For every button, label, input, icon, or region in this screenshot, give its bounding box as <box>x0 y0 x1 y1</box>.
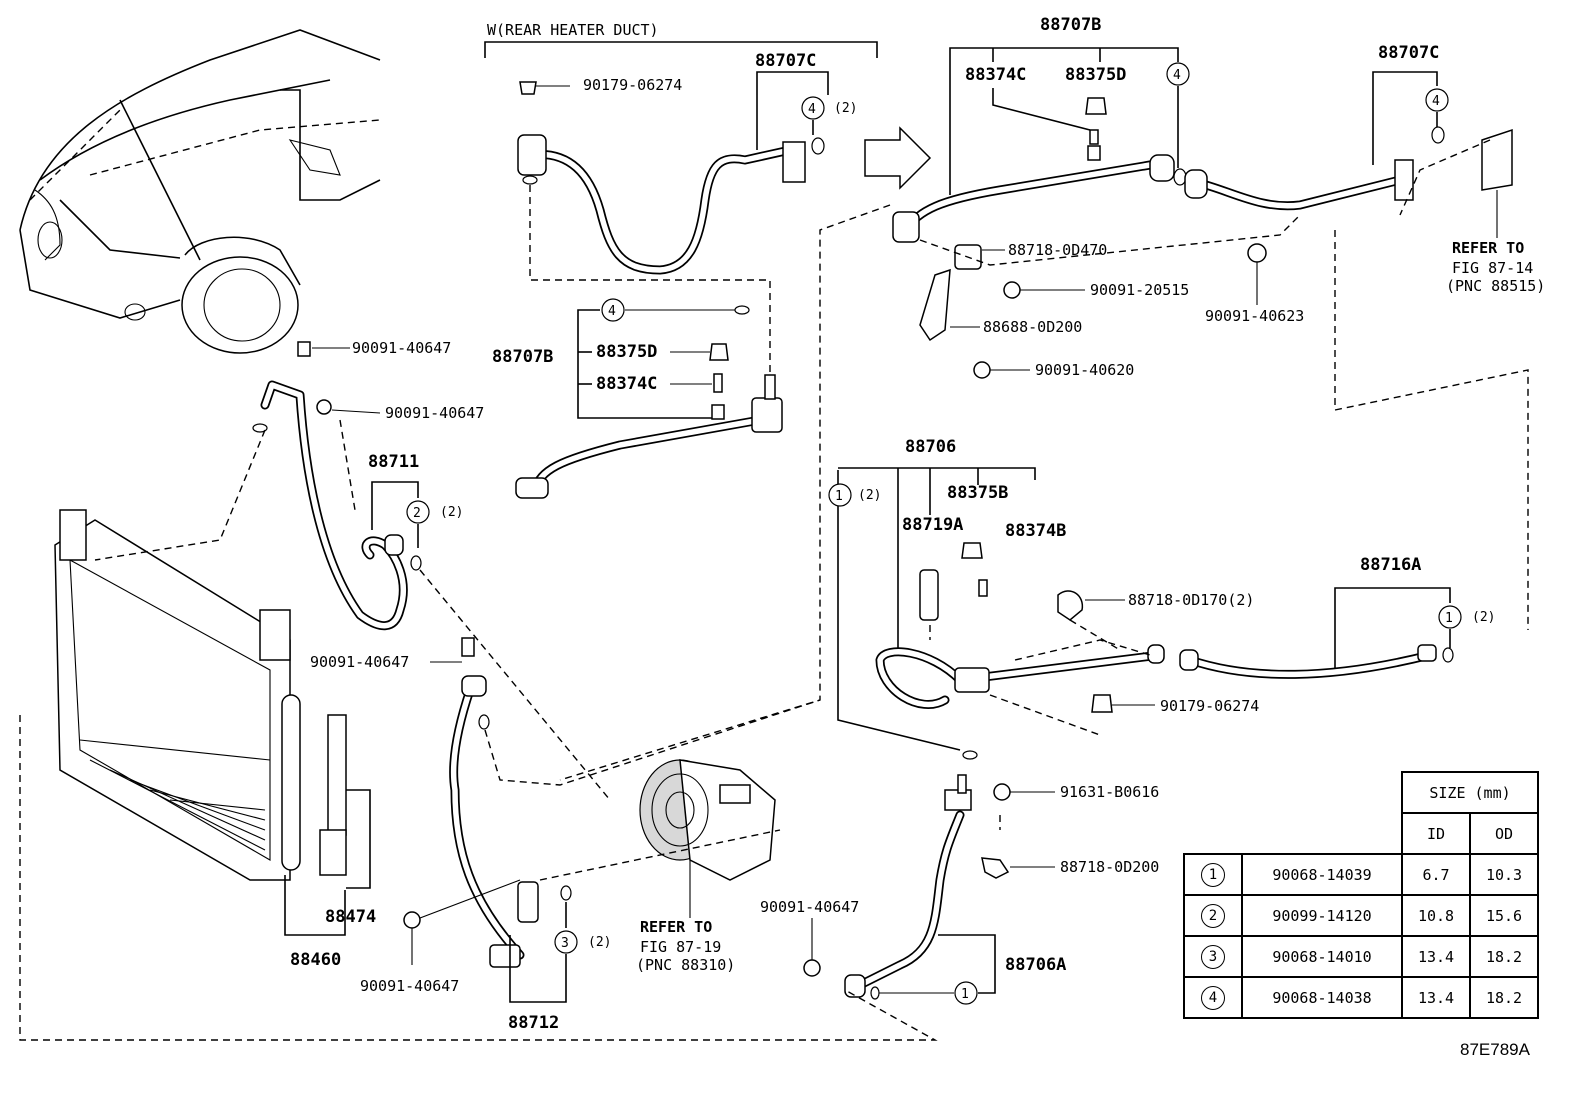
part-88712: 88712 <box>508 1013 559 1033</box>
row-od: 15.6 <box>1469 894 1539 937</box>
group-88707b-top: 88707B 88374C 88375D 4 <box>864 15 1190 243</box>
part-90091-40647-b: 90091-40647 <box>385 404 484 422</box>
marker-1-a: 1 <box>835 489 843 504</box>
row-id: 13.4 <box>1401 976 1471 1019</box>
group-88706: 88706 88375B 88719A 88374B 1 (2) <box>828 437 1165 760</box>
bolt-90091-40647-d: 90091-40647 <box>760 898 859 977</box>
group-88706a: 91631-B0616 88718-0D200 88706A 1 <box>844 774 1159 1005</box>
row-od: 10.3 <box>1469 853 1539 896</box>
size-header: SIZE (mm) <box>1401 771 1539 814</box>
part-90091-40647-d: 90091-40647 <box>760 898 859 916</box>
qty-2-a: (2) <box>834 101 857 116</box>
marker-1-c: 1 <box>961 987 969 1002</box>
part-88707b-left: 88707B <box>492 347 553 367</box>
part-88374b: 88374B <box>1005 521 1066 541</box>
row-marker: 4 <box>1201 985 1225 1010</box>
group-88712: 90091-40647 90091-40647 3 (2) 88712 <box>310 637 821 1033</box>
part-90091-20515: 90091-20515 <box>1090 281 1189 299</box>
table-row: 3 90068-14010 13.4 18.2 <box>1183 935 1539 978</box>
bracket-group: 88718-0D470 90091-20515 88688-0D200 9009… <box>559 204 1304 781</box>
row-marker: 2 <box>1201 903 1225 928</box>
row-part: 90068-14010 <box>1241 935 1403 978</box>
group-88707b-left: 88707B 4 88375D 88374C <box>492 298 783 499</box>
part-88375d-top: 88375D <box>1065 65 1126 85</box>
drawing-code: 87E789A <box>1460 1040 1530 1059</box>
group-88711: 90091-40647 90091-40647 88711 2 (2) <box>94 339 611 801</box>
marker-4-b: 4 <box>608 304 616 319</box>
part-88718-0d470: 88718-0D470 <box>1008 241 1107 259</box>
part-90091-40647-a: 90091-40647 <box>352 339 451 357</box>
vehicle-outline <box>19 29 381 354</box>
part-90091-40620: 90091-40620 <box>1035 361 1134 379</box>
part-88688-0d200: 88688-0D200 <box>983 318 1082 336</box>
refer-to-a: REFER TO <box>1452 239 1524 257</box>
row-part: 90099-14120 <box>1241 894 1403 937</box>
qty-2-c: (2) <box>1472 610 1495 625</box>
row-id: 6.7 <box>1401 853 1471 896</box>
pnc-88515: (PNC 88515) <box>1446 277 1545 295</box>
part-90091-40623: 90091-40623 <box>1205 307 1304 325</box>
o-ring-size-table: SIZE (mm) ID OD 1 90068-14039 6.7 10.3 2… <box>1183 771 1539 1019</box>
part-90091-40647-e: 90091-40647 <box>360 977 459 995</box>
row-marker: 3 <box>1201 944 1225 969</box>
part-90179-06274-right: 90179-06274 <box>1160 697 1259 715</box>
row-od: 18.2 <box>1469 976 1539 1019</box>
row-id: 13.4 <box>1401 935 1471 978</box>
qty-2-b: (2) <box>858 488 881 503</box>
refer-to-b: REFER TO <box>640 918 712 936</box>
part-88707c-mid: 88707C <box>755 51 816 71</box>
part-88375d-left: 88375D <box>596 342 657 362</box>
col-id-header: ID <box>1401 812 1471 855</box>
marker-3: 3 <box>561 936 569 951</box>
condenser-88460 <box>54 509 347 881</box>
pnc-88310: (PNC 88310) <box>636 956 735 974</box>
marker-1-b: 1 <box>1445 611 1453 626</box>
part-88706: 88706 <box>905 437 956 457</box>
condenser-labels: 88474 88460 <box>284 789 376 970</box>
part-88375b: 88375B <box>947 483 1008 503</box>
part-88707b-top: 88707B <box>1040 15 1101 35</box>
part-88716a: 88716A <box>1360 555 1421 575</box>
part-88706a: 88706A <box>1005 955 1066 975</box>
table-row: 1 90068-14039 6.7 10.3 <box>1183 853 1539 896</box>
table-row: 2 90099-14120 10.8 15.6 <box>1183 894 1539 937</box>
marker-4-c: 4 <box>1173 68 1181 83</box>
row-marker: 1 <box>1201 862 1225 887</box>
marker-4-d: 4 <box>1432 94 1440 109</box>
fig-87-14: FIG 87-14 <box>1452 259 1533 277</box>
row-part: 90068-14039 <box>1241 853 1403 896</box>
part-88460: 88460 <box>290 950 341 970</box>
marker-2-a: 2 <box>413 506 421 521</box>
table-row: 4 90068-14038 13.4 18.2 <box>1183 976 1539 1019</box>
part-88719a: 88719A <box>902 515 963 535</box>
row-id: 10.8 <box>1401 894 1471 937</box>
part-88374c-top: 88374C <box>965 65 1026 85</box>
rear-heater-duct-label: W(REAR HEATER DUCT) <box>487 21 659 39</box>
part-88374c-left: 88374C <box>596 374 657 394</box>
boundary-dashed <box>19 715 938 1041</box>
part-88718-0d200: 88718-0D200 <box>1060 858 1159 876</box>
part-91631-b0616: 91631-B0616 <box>1060 783 1159 801</box>
col-od-header: OD <box>1469 812 1539 855</box>
part-88711: 88711 <box>368 452 419 472</box>
qty-2-e: (2) <box>588 935 611 950</box>
row-part: 90068-14038 <box>1241 976 1403 1019</box>
part-90179-06274-top: 90179-06274 <box>583 76 682 94</box>
group-88716a: 88716A 1 (2) 88718-0D170(2) 90179-06274 <box>989 555 1495 736</box>
rear-heater-group: W(REAR HEATER DUCT) 90179-06274 88707C 4… <box>484 21 878 380</box>
part-88707c-right: 88707C <box>1378 43 1439 63</box>
part-88474: 88474 <box>325 907 376 927</box>
part-88718-0d170: 88718-0D170(2) <box>1128 591 1254 609</box>
group-88707c-right: 88707C 4 REFER TO FIG 87-14 (PNC 88515) <box>1184 43 1545 630</box>
part-90091-40647-c: 90091-40647 <box>310 653 409 671</box>
row-od: 18.2 <box>1469 935 1539 978</box>
marker-4-a: 4 <box>808 102 816 117</box>
compressor: REFER TO FIG 87-19 (PNC 88310) <box>539 759 781 974</box>
qty-2-d: (2) <box>440 505 463 520</box>
fig-87-19: FIG 87-19 <box>640 938 721 956</box>
